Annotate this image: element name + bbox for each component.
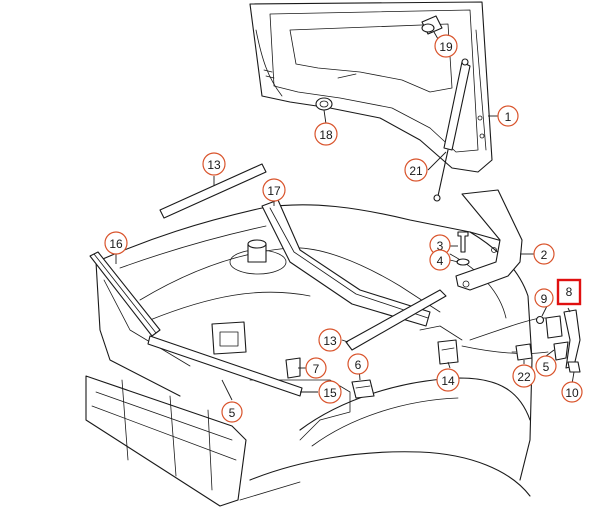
callout-15: 15 (318, 380, 342, 404)
callout-16: 16 (104, 231, 128, 255)
callout-label: 22 (517, 370, 531, 384)
seal-strip-13-upper (159, 163, 267, 219)
callout-18: 18 (314, 122, 338, 146)
seal-strip-15 (147, 335, 303, 397)
gas-strut (433, 58, 471, 202)
seal-strip-16 (89, 251, 161, 337)
callout-label: 8 (566, 285, 573, 299)
callout-label: 17 (267, 184, 281, 198)
callout-5-right: 5 (535, 355, 557, 377)
callout-1: 1 (497, 105, 519, 127)
callout-label: 5 (229, 406, 236, 420)
clip-10 (567, 361, 581, 373)
callout-label: 19 (439, 40, 453, 54)
callout-label: 5 (543, 360, 550, 374)
callout-label: 6 (355, 358, 362, 372)
callout-19: 19 (434, 34, 458, 58)
callout-label: 3 (437, 239, 444, 253)
callout-label: 14 (441, 374, 455, 388)
hook-8 (563, 309, 581, 369)
bracket-14 (437, 339, 459, 365)
callout-label: 7 (313, 362, 320, 376)
callout-label: 18 (319, 128, 333, 142)
callout-label: 13 (323, 334, 337, 348)
callout-label: 10 (565, 386, 579, 400)
callout-label: 1 (505, 110, 512, 124)
bracket-6 (351, 379, 375, 399)
callout-22: 22 (512, 364, 536, 388)
callout-5-left: 5 (221, 401, 243, 423)
callout-10: 10 (561, 381, 583, 403)
callout-14: 14 (436, 368, 460, 392)
lock-22 (511, 343, 533, 361)
callout-label: 13 (207, 158, 221, 172)
callout-label: 4 (437, 254, 444, 268)
callout-4: 4 (429, 249, 451, 271)
front-body-drawing (85, 189, 557, 507)
callout-13-lower: 13 (318, 328, 342, 352)
lock-right (545, 315, 569, 361)
seal-strip-13-lower (345, 289, 447, 351)
callout-9: 9 (534, 288, 554, 308)
callout-label: 9 (541, 292, 548, 306)
hood-drawing (249, 1, 493, 173)
buffer-19 (421, 15, 443, 35)
screw-9 (535, 315, 545, 325)
callout-13-upper: 13 (202, 152, 226, 176)
callout-8-highlighted: 8 (556, 278, 582, 306)
callout-7: 7 (305, 357, 327, 379)
callout-17: 17 (262, 178, 286, 202)
grommet-18 (315, 97, 333, 111)
callout-label: 15 (323, 386, 337, 400)
clip-7 (285, 357, 301, 379)
callout-label: 21 (409, 164, 423, 178)
callout-label: 16 (109, 237, 123, 251)
callout-6: 6 (347, 353, 369, 375)
callout-label: 2 (541, 248, 548, 262)
callout-2: 2 (533, 243, 555, 265)
callout-21: 21 (404, 158, 428, 182)
